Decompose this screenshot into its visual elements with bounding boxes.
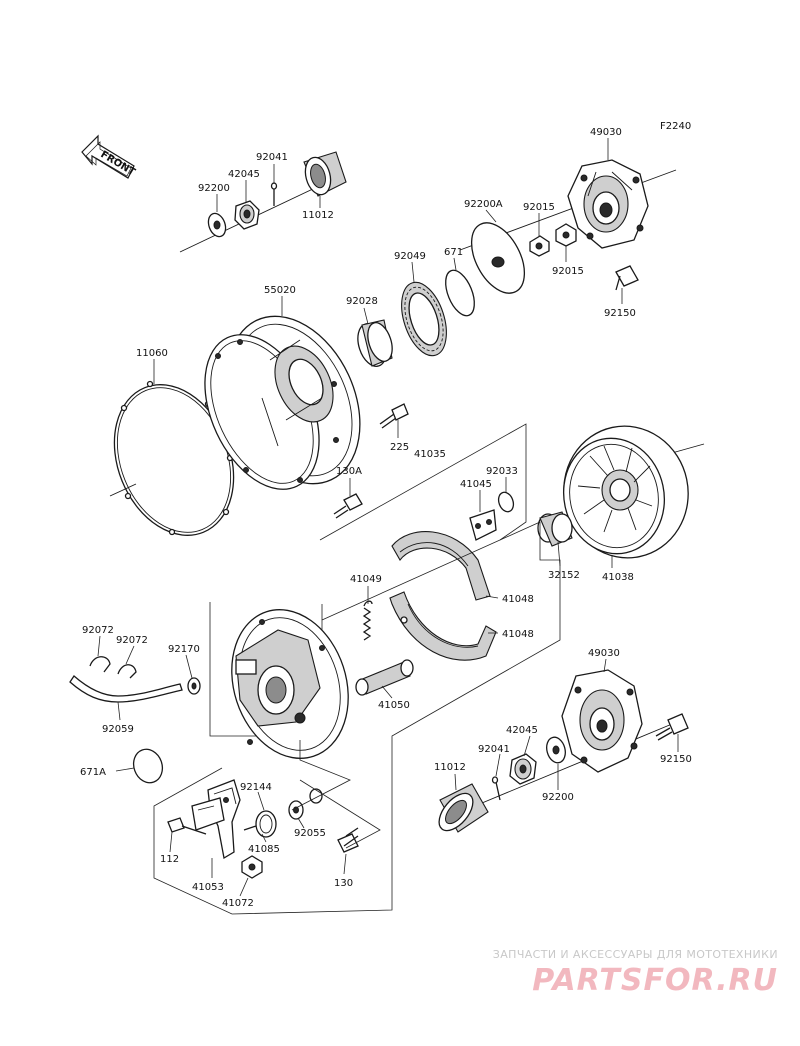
washer-92200-bottom: [546, 736, 566, 764]
hose-92059: [69, 675, 183, 703]
hub-flange-49030-top: [567, 159, 649, 249]
watermark: ЗАПЧАСТИ И АКСЕССУАРЫ ДЛЯ МОТОТЕХНИКИ PA…: [493, 948, 778, 998]
label-671A: 671A: [80, 767, 106, 778]
castle-nut-42045-bottom: [509, 753, 537, 785]
bolt-130: [337, 827, 359, 853]
label-92072-b: 92072: [116, 635, 148, 646]
cotter-pin-92041-bottom: [491, 776, 501, 801]
stud-bolt-92150-top: [615, 265, 639, 291]
clip-92072-b: [117, 664, 137, 679]
label-41072: 41072: [222, 898, 254, 909]
castle-nut-42045-top: [234, 200, 260, 230]
label-41038: 41038: [602, 572, 634, 583]
nut-41072: [241, 855, 263, 879]
nut-92015-b: [555, 223, 577, 247]
hub-flange-49030-bottom: [561, 669, 643, 773]
label-41050: 41050: [378, 700, 410, 711]
label-41045: 41045: [460, 479, 492, 490]
label-42045-bottom: 42045: [506, 725, 538, 736]
nut-92015-a: [529, 235, 550, 257]
plate-41045: [469, 509, 497, 541]
cam-shaft-41050: [355, 659, 414, 696]
label-32152: 32152: [548, 570, 580, 581]
label-92200-top: 92200: [198, 183, 230, 194]
brake-panel: [231, 609, 349, 759]
label-41035: 41035: [414, 449, 446, 460]
label-92150-bottom: 92150: [660, 754, 692, 765]
bolt-130A: [333, 493, 363, 519]
spring-92144: [243, 810, 277, 838]
axle-line-bottom-right: [469, 723, 673, 809]
front-direction-arrow: FRONT: [81, 134, 137, 179]
label-49030-bottom: 49030: [588, 648, 620, 659]
bolt-225: [379, 403, 409, 429]
label-92144: 92144: [240, 782, 272, 793]
spring-41049: [362, 600, 373, 641]
o-ring-671: [445, 269, 475, 317]
o-ring-small: [309, 788, 323, 804]
clamp-92170: [187, 677, 201, 695]
brake-cover-55020: [204, 315, 361, 490]
clip-92072-a: [89, 656, 111, 673]
brake-shoe-41048-upper: [391, 531, 491, 601]
circlip-92033: [497, 491, 515, 513]
diagram-code: F2240: [660, 121, 691, 132]
plate-92200A: [470, 222, 526, 294]
label-55020: 55020: [264, 285, 296, 296]
label-92015-b: 92015: [552, 266, 584, 277]
washer-92055: [288, 800, 304, 820]
label-92170: 92170: [168, 644, 200, 655]
label-130: 130: [334, 878, 353, 889]
label-92041-bottom: 92041: [478, 744, 510, 755]
spacer-32152: [537, 511, 573, 547]
label-92055: 92055: [294, 828, 326, 839]
brake-shoe-41048-lower: [389, 591, 497, 661]
indicator-plate-41053: [191, 797, 225, 831]
label-42045-top: 42045: [228, 169, 260, 180]
label-41053: 41053: [192, 882, 224, 893]
seal-92049: [401, 281, 447, 357]
label-11012-bottom: 11012: [434, 762, 466, 773]
leader-lines-top: [97, 138, 679, 897]
label-11060: 11060: [136, 348, 168, 359]
label-92150-top: 92150: [604, 308, 636, 319]
watermark-tagline: ЗАПЧАСТИ И АКСЕССУАРЫ ДЛЯ МОТОТЕХНИКИ: [492, 948, 778, 961]
o-ring-671A: [132, 748, 164, 784]
label-41048-b: 41048: [502, 629, 534, 640]
label-41048-a: 41048: [502, 594, 534, 605]
label-41085: 41085: [248, 844, 280, 855]
label-49030-top: 49030: [590, 127, 622, 138]
brake-drum-41038: [562, 425, 705, 559]
cap-11012-top: [303, 151, 347, 197]
cotter-pin-92041-top: [270, 182, 278, 206]
label-130A: 130A: [336, 466, 362, 477]
leader-lines-lower: [291, 740, 381, 849]
label-92041-top: 92041: [256, 152, 288, 163]
part-labels: 92041 42045 92200 11012 49030 92200A 920…: [80, 127, 692, 909]
spacer-92028: [357, 319, 393, 367]
label-92033: 92033: [486, 466, 518, 477]
label-92059: 92059: [102, 724, 134, 735]
label-92028: 92028: [346, 296, 378, 307]
label-92049: 92049: [394, 251, 426, 262]
cap-11012-bottom: [438, 783, 489, 833]
washer-92200-top: [207, 212, 227, 238]
watermark-brand: PARTSFOR.RU: [532, 963, 778, 998]
label-92072-a: 92072: [82, 625, 114, 636]
label-225: 225: [390, 442, 409, 453]
bolt-112: [167, 817, 207, 835]
label-112: 112: [160, 854, 179, 865]
label-11012-top: 11012: [302, 210, 334, 221]
label-92200A: 92200A: [464, 199, 503, 210]
group-bracket-41035: [319, 423, 527, 541]
label-41049: 41049: [350, 574, 382, 585]
label-92015-a: 92015: [523, 202, 555, 213]
label-671: 671: [444, 247, 463, 258]
label-92200-bottom: 92200: [542, 792, 574, 803]
stud-bolt-92150-bottom: [655, 713, 689, 741]
